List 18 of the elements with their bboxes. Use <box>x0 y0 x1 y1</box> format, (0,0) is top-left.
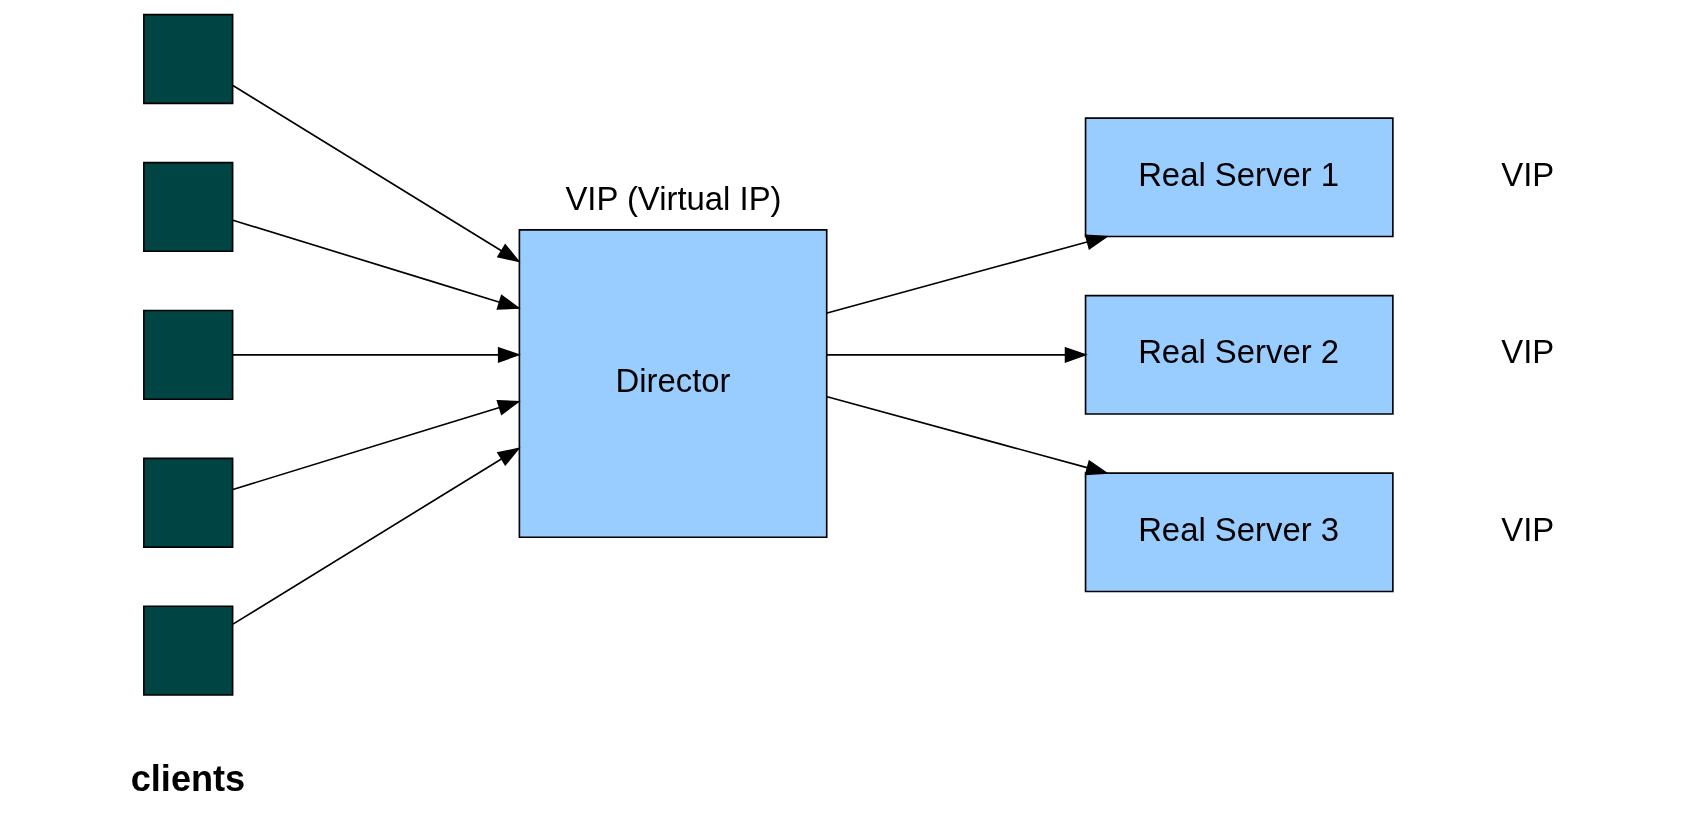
arrow <box>231 219 521 310</box>
node-box <box>142 605 233 696</box>
arrow <box>231 84 521 263</box>
node-box <box>142 161 233 253</box>
node-box <box>142 13 233 105</box>
arrow <box>824 234 1109 315</box>
label: clients <box>130 758 245 800</box>
arrow <box>231 346 521 363</box>
node-label: VIP <box>1500 155 1554 193</box>
node-label: VIP <box>1500 510 1554 548</box>
node-label: VIP <box>1500 333 1554 371</box>
arrow <box>824 346 1088 363</box>
arrow <box>824 395 1109 476</box>
node-box <box>142 309 233 401</box>
node-box <box>142 457 233 548</box>
arrow <box>231 447 521 625</box>
arrow <box>231 400 521 491</box>
node-label: VIP (Virtual IP) <box>564 180 782 218</box>
